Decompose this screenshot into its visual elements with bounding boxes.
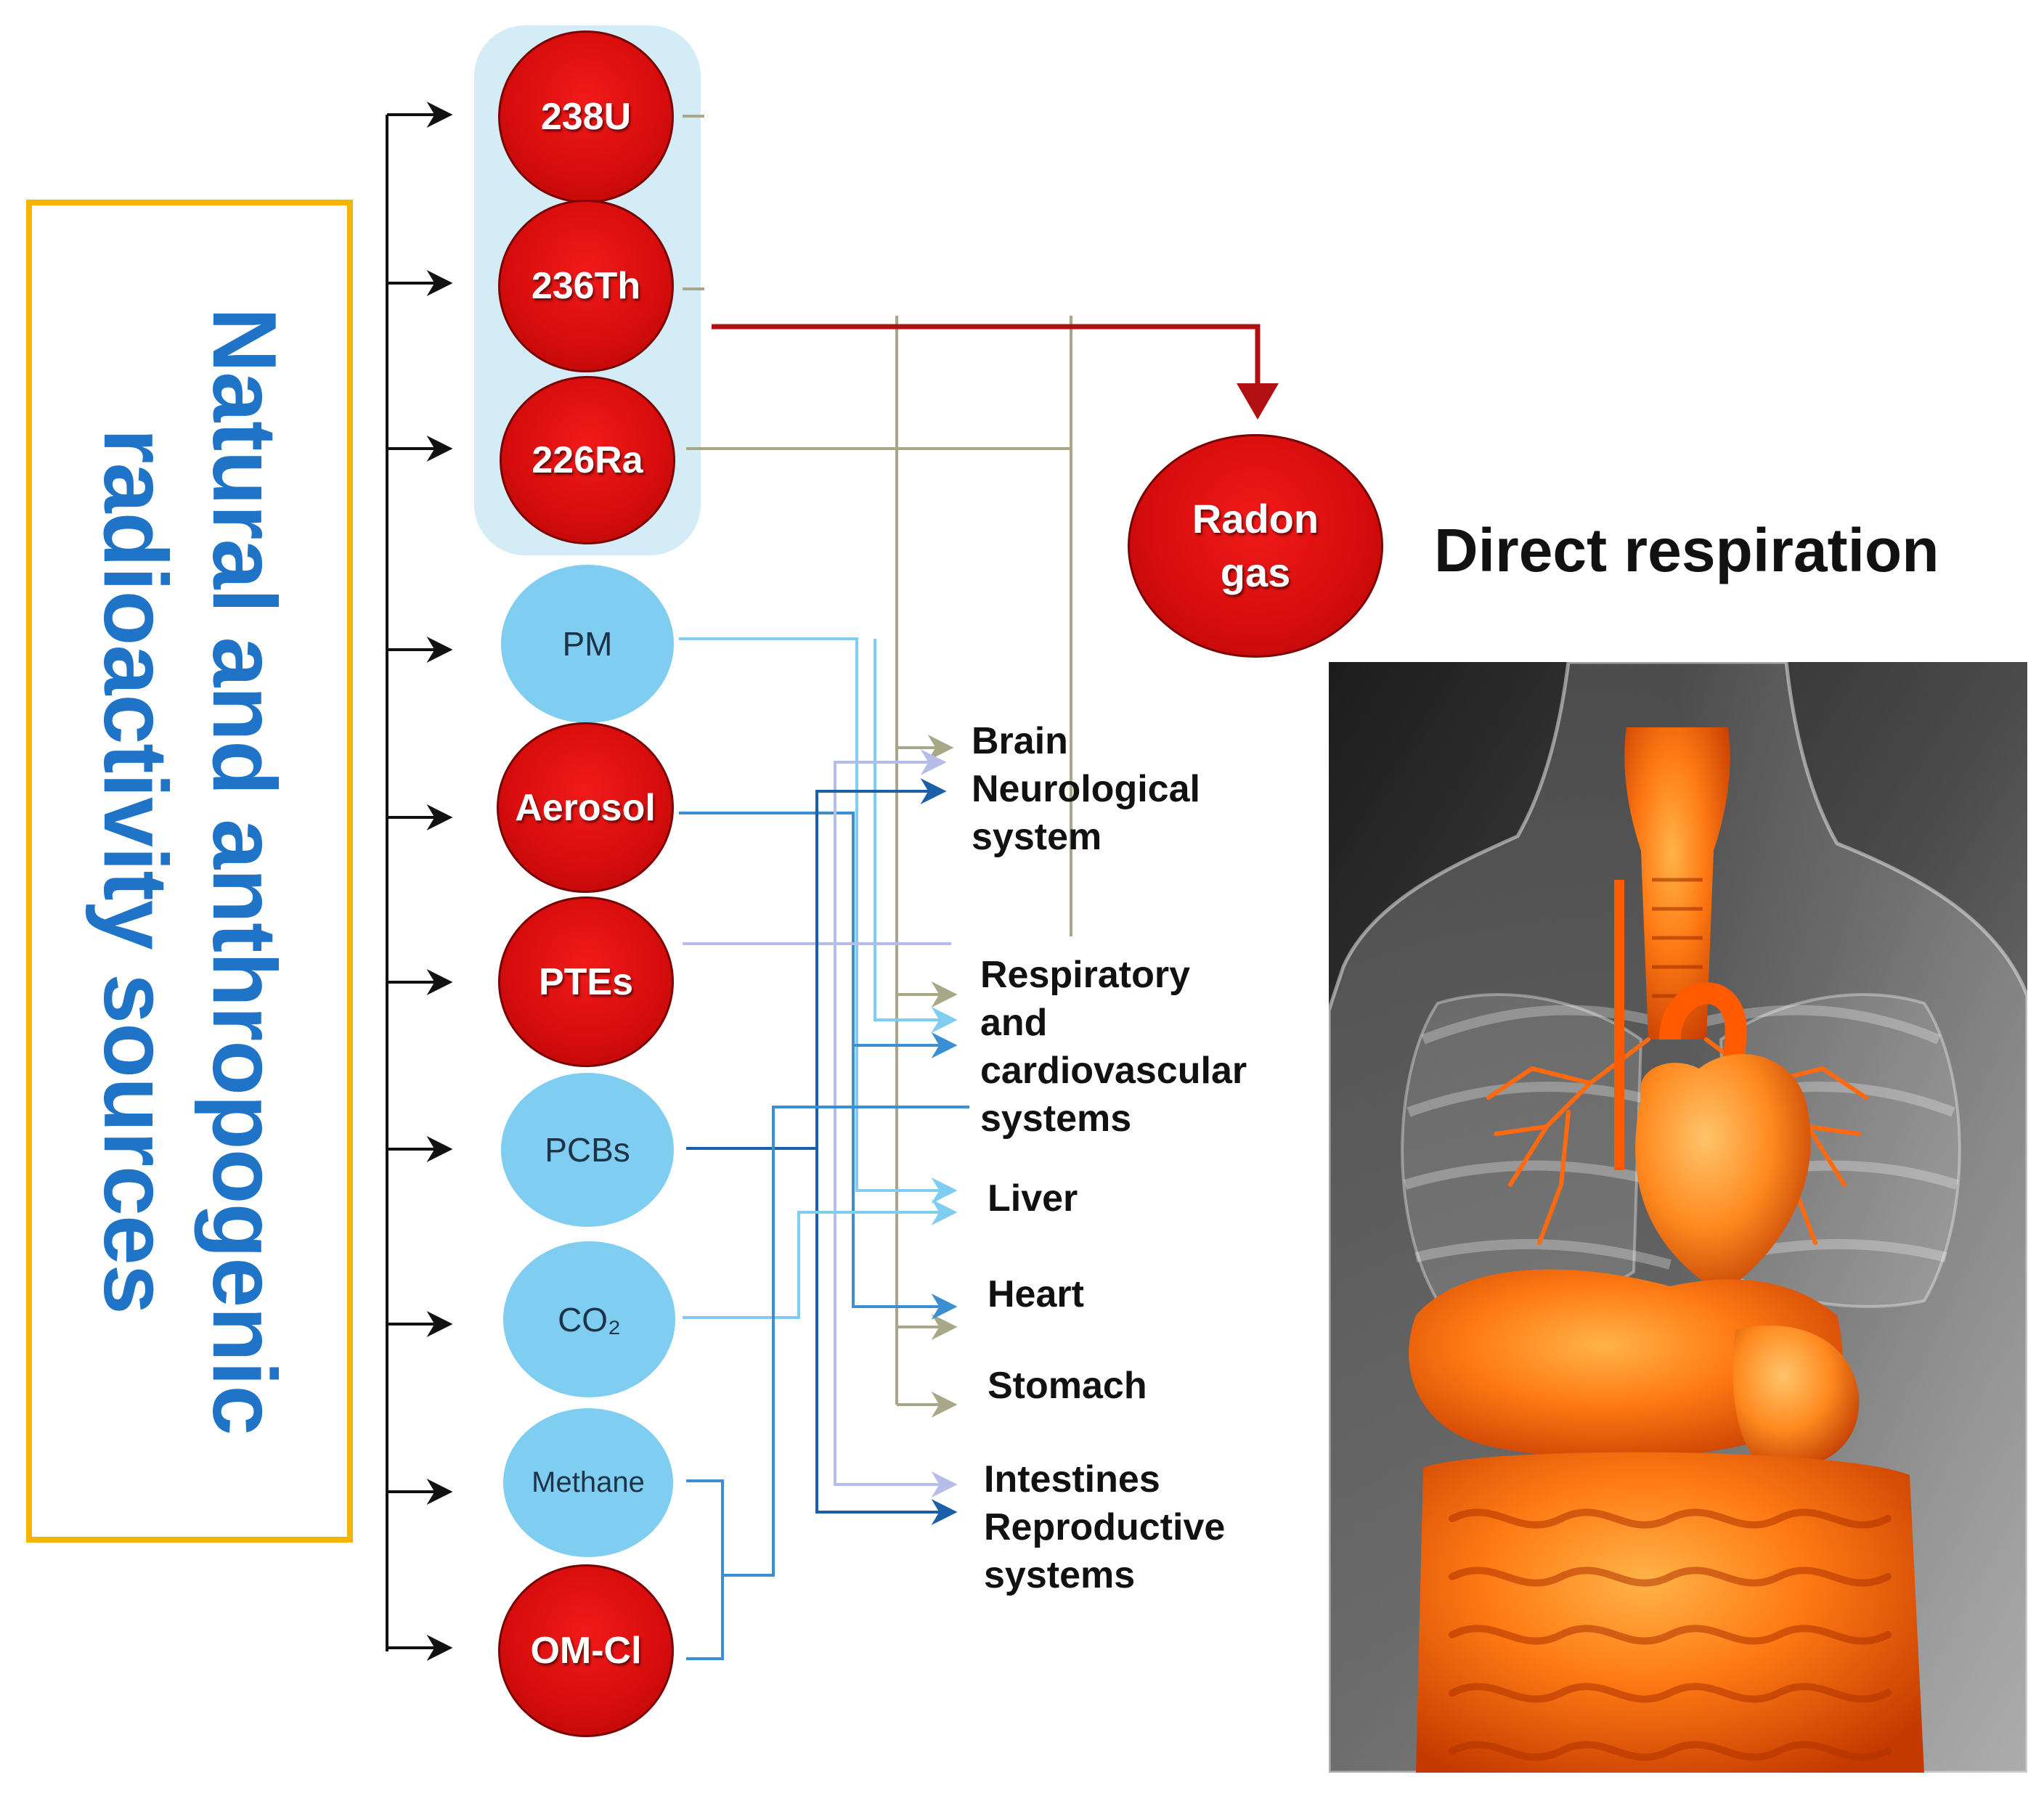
radionuclide-label: 236Th bbox=[531, 265, 641, 307]
pcbs-lines bbox=[686, 778, 958, 1525]
organ-line: Respiratory bbox=[980, 954, 1190, 996]
radionuclide-226ra: 226Ra bbox=[500, 376, 675, 544]
pollutant-label: PM bbox=[562, 625, 613, 663]
pollutant-label: PCBs bbox=[545, 1131, 630, 1169]
organ-heart: Heart bbox=[988, 1270, 1084, 1318]
radionuclide-label: 226Ra bbox=[532, 439, 643, 481]
methane-omcl-lines bbox=[686, 1106, 969, 1660]
organ-line: Liver bbox=[988, 1177, 1078, 1220]
radionuclide-lines bbox=[683, 115, 1072, 1418]
organ-line: cardiovascular bbox=[980, 1050, 1247, 1092]
pollutant-om-cl: OM-Cl bbox=[498, 1564, 674, 1737]
pm-lines bbox=[679, 637, 958, 1204]
organ-line: and bbox=[980, 1002, 1048, 1044]
organ-line: Heart bbox=[988, 1273, 1084, 1315]
radionuclide-238u: 238U bbox=[498, 30, 674, 203]
pollutant-label: CO₂ bbox=[558, 1300, 621, 1339]
source-arrows bbox=[386, 102, 453, 1661]
pollutant-aerosol: Aerosol bbox=[497, 722, 674, 893]
ptes-lines bbox=[683, 749, 958, 1498]
organ-intestines-repro: Intestines Reproductive systems bbox=[984, 1455, 1225, 1599]
organ-line: Stomach bbox=[988, 1365, 1147, 1407]
pollutant-methane: Methane bbox=[503, 1408, 673, 1557]
organ-line: Intestines bbox=[984, 1458, 1160, 1500]
co2-lines bbox=[683, 1199, 958, 1319]
direct-respiration-title: Direct respiration bbox=[1434, 516, 1939, 584]
organ-line: Brain bbox=[972, 720, 1068, 762]
pollutant-ptes: PTEs bbox=[498, 896, 674, 1067]
organ-respiratory-cardio: Respiratory and cardiovascular systems bbox=[980, 951, 1247, 1143]
radionuclide-label: 238U bbox=[540, 96, 632, 138]
organ-line: system bbox=[972, 816, 1102, 858]
pollutant-label: Methane bbox=[532, 1466, 645, 1498]
pollutant-pm: PM bbox=[501, 565, 674, 723]
radon-gas-node: Radon gas bbox=[1128, 434, 1383, 658]
radon-arrow bbox=[712, 324, 1279, 420]
radionuclide-236th: 236Th bbox=[498, 200, 674, 372]
pollutant-label: OM-Cl bbox=[530, 1630, 642, 1672]
aerosol-lines bbox=[679, 812, 958, 1320]
pollutant-pcbs: PCBs bbox=[501, 1073, 674, 1227]
organ-brain-neuro: Brain Neurological system bbox=[972, 717, 1200, 861]
source-box bbox=[26, 200, 353, 1543]
radon-line1: Radon bbox=[1192, 496, 1319, 542]
body-illustration-svg bbox=[1329, 662, 2027, 1773]
pollutant-label: PTEs bbox=[538, 960, 634, 1003]
pollutant-label: Aerosol bbox=[515, 786, 656, 829]
pollutant-co2: CO₂ bbox=[503, 1241, 675, 1397]
organ-line: systems bbox=[984, 1554, 1136, 1596]
organ-line: systems bbox=[980, 1098, 1132, 1140]
body-organs-illustration bbox=[1329, 662, 2027, 1773]
organ-line: Neurological bbox=[972, 768, 1200, 810]
radon-line2: gas bbox=[1220, 550, 1291, 595]
organ-line: Reproductive bbox=[984, 1506, 1226, 1548]
organ-liver: Liver bbox=[988, 1175, 1078, 1222]
organ-stomach: Stomach bbox=[988, 1362, 1147, 1410]
